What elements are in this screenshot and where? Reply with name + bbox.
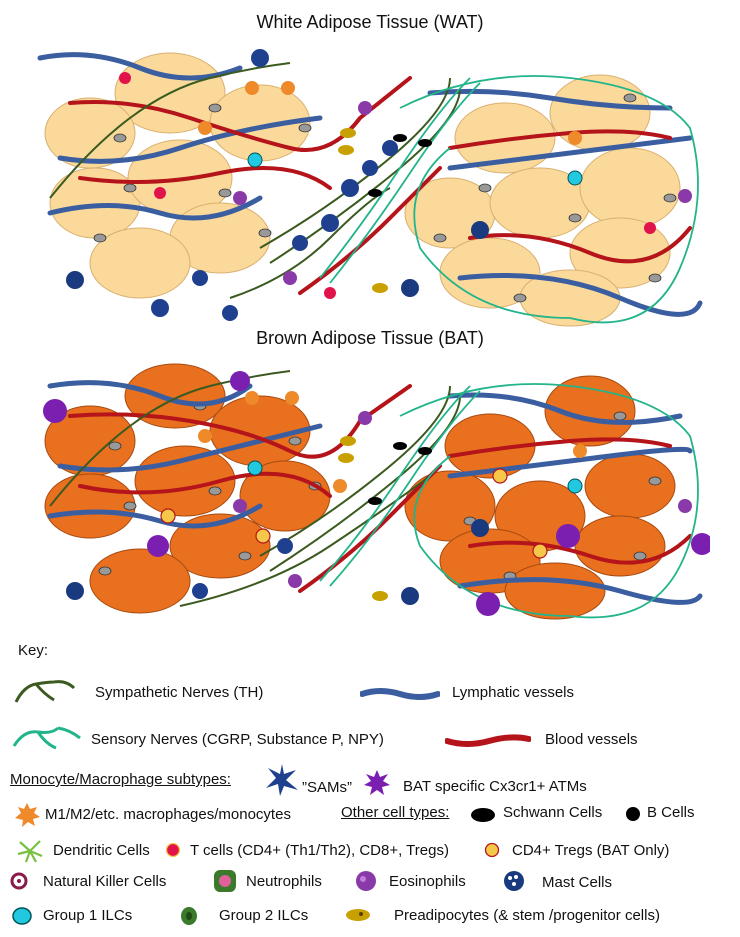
mast-cells [66,221,489,297]
key-other-heading: Other cell types: [341,804,450,821]
eosinophils [233,101,692,285]
key-tcells-label: T cells (CD4+ (Th1/Th2), CD8+, Tregs) [190,842,449,859]
key-lymphatic-label: Lymphatic vessels [452,684,574,701]
ilc1-cells [247,152,583,186]
key-ilc1-label: Group 1 ILCs [43,907,133,924]
t-cell-icon [165,842,181,858]
sam-icon [266,764,298,796]
sympathetic-nerves [49,62,461,299]
macrophages [198,391,587,493]
ilc2-icon [181,907,197,925]
wat-diagram [30,38,710,330]
lymphatic-vessels [47,380,703,605]
ilc1-icon [12,907,32,925]
preadipocytes [338,128,388,293]
mast-cells [66,519,489,605]
schwann-cells [368,134,432,197]
key-heading: Key: [18,642,49,659]
preadipocytes [338,436,388,601]
key-blood-label: Blood vessels [545,731,638,748]
dendritic-cell-icon [17,840,43,863]
macrophages [198,81,582,145]
neutrophil-icon [214,870,236,892]
nk-cell-icon [10,872,28,890]
lymphatic-vessel-icon [360,688,440,700]
key-sensory-label: Sensory Nerves (CGRP, Substance P, NPY) [91,731,384,748]
wat-illustration [37,49,703,327]
key-preadipocyte-label: Preadipocytes (& stem /progenitor cells) [394,907,660,924]
t-regs [160,468,548,559]
t-cells [119,72,656,299]
key-schwann-label: Schwann Cells [503,804,603,821]
preadipocyte-icon [346,909,370,921]
sam-cells [151,49,398,321]
key-mast-label: Mast Cells [542,874,613,891]
key-neutrophil-label: Neutrophils [246,873,322,890]
eosinophils [233,411,692,588]
sympathetic-nerve-icon [14,680,76,703]
blood-vessel-icon [445,734,531,747]
sensory-nerves [319,383,699,619]
macrophage-icon [15,803,40,827]
key-tregs-label: CD4+ Tregs (BAT Only) [512,842,670,859]
schwann-cell-icon [471,808,495,822]
schwann-cells [368,442,432,505]
wat-title: White Adipose Tissue (WAT) [256,12,484,32]
key-macrophage-label: M1/M2/etc. macrophages/monocytes [45,806,291,823]
white-adipocytes [44,52,681,327]
key-sympathetic-label: Sympathetic Nerves (TH) [95,684,264,701]
eosinophil-icon [356,871,376,891]
blood-vessels [68,76,692,295]
treg-icon [484,842,500,858]
key-monocyte-heading: Monocyte/Macrophage subtypes: [10,771,231,788]
bat-diagram [30,356,710,626]
key-dendritic-label: Dendritic Cells [53,842,150,859]
adipocyte-nuclei [93,93,677,303]
lymphatic-vessels [37,52,703,317]
key-bat-atm-label: BAT specific Cx3cr1+ ATMs [403,778,587,795]
sensory-nerve-icon [12,726,81,750]
key-sams-label: ”SAMs” [302,779,352,796]
sam-cells [192,538,293,599]
key-eosinophil-label: Eosinophils [389,873,466,890]
bat-atm-cells [43,371,710,616]
key-ilc2-label: Group 2 ILCs [219,907,309,924]
sensory-nerves [319,75,699,324]
key-bcells-label: B Cells [647,804,695,821]
key-nk-label: Natural Killer Cells [43,873,167,890]
ilc1-cells [247,460,583,494]
mast-cell-icon [504,871,524,891]
bat-title: Brown Adipose Tissue (BAT) [256,328,484,348]
bat-illustration [43,363,710,620]
bat-atm-icon [364,770,390,795]
b-cell-icon [626,807,640,821]
